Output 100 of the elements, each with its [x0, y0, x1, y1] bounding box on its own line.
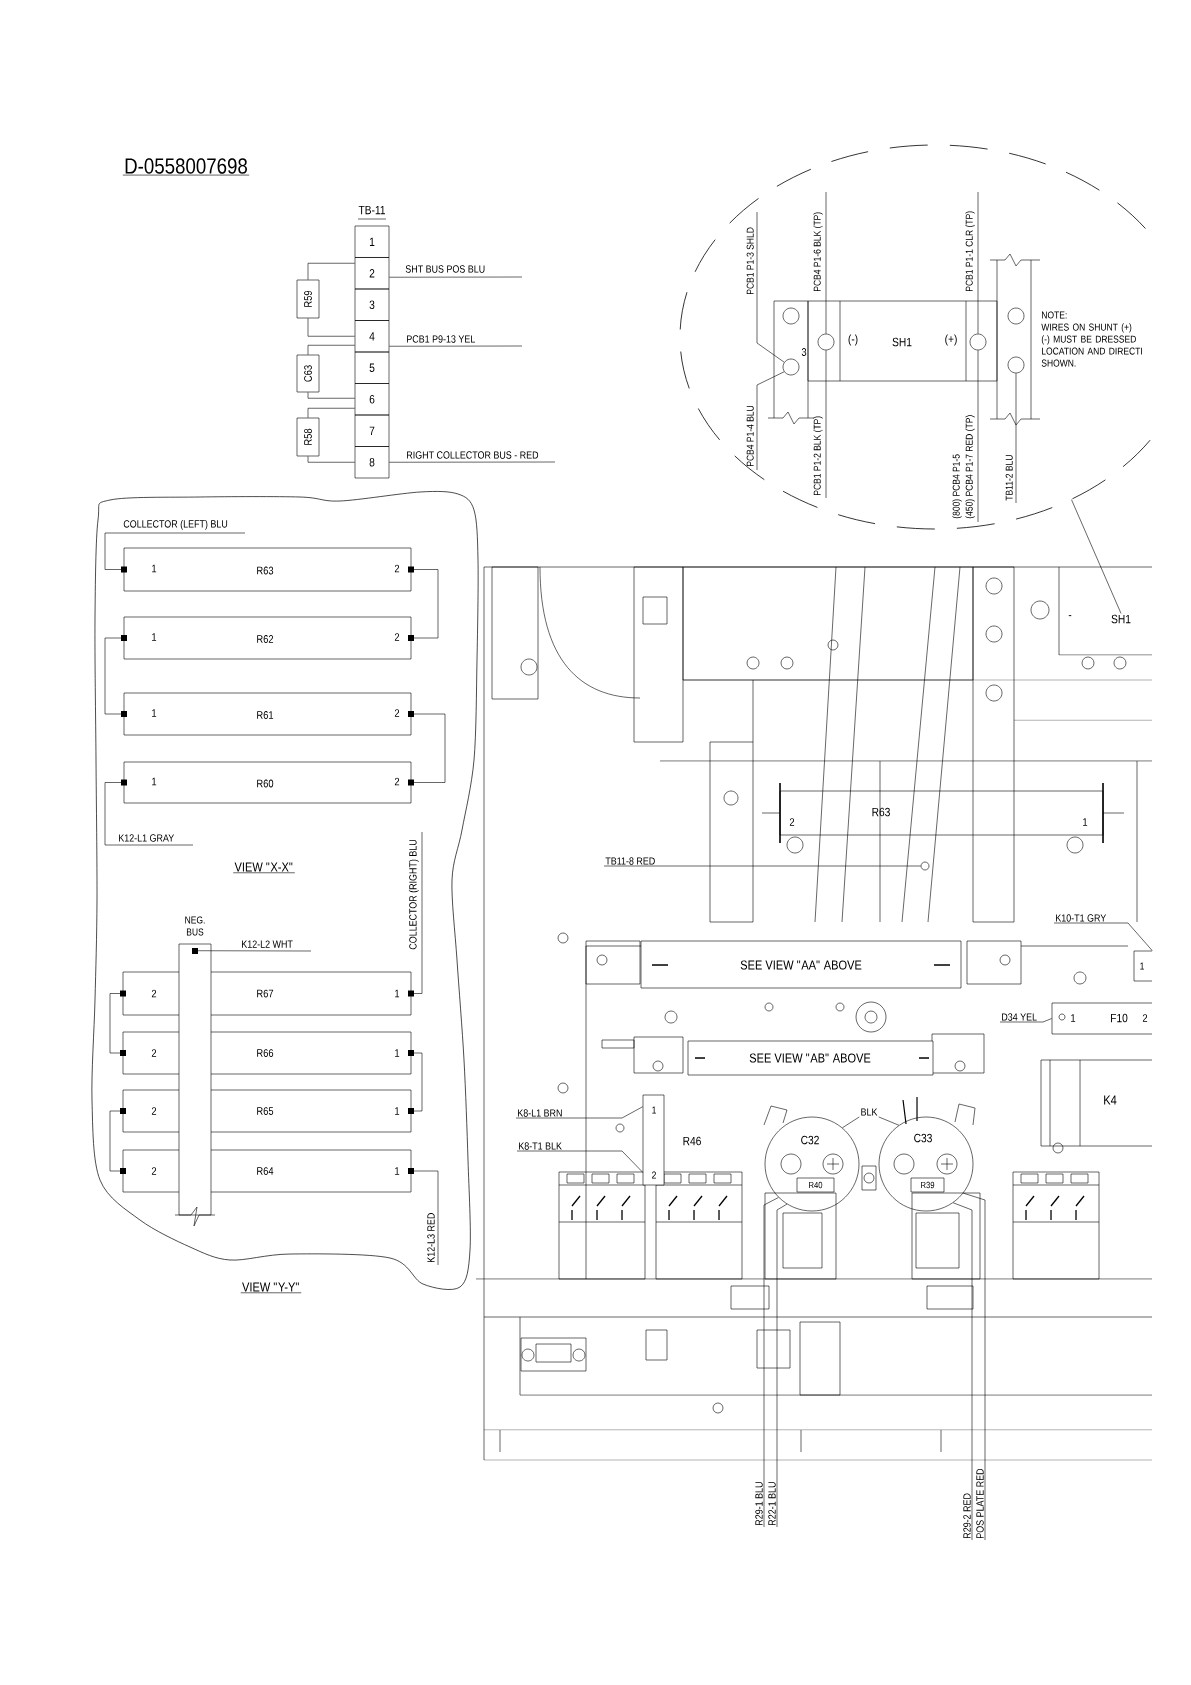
wire-label: PCB4 P1-6 BLK (TP)	[813, 212, 823, 291]
wire	[307, 318, 355, 337]
terminal-hole	[817, 333, 835, 351]
wire-label: PCB1 P1-2 BLK (TP)	[813, 416, 823, 495]
wire	[977, 191, 979, 334]
wire	[389, 345, 523, 347]
wire	[977, 350, 979, 523]
wire	[963, 1192, 986, 1541]
leader-line	[1071, 499, 1122, 614]
wire	[825, 191, 827, 334]
leader-line	[515, 1106, 643, 1119]
terminal-cell: 7	[354, 414, 390, 447]
component-tag: R39	[910, 1177, 945, 1193]
wire	[307, 262, 355, 280]
wire-label: SHT BUS POS BLU	[405, 265, 485, 273]
wire	[756, 371, 785, 471]
wire	[825, 350, 827, 499]
terminal-cell: 5	[354, 351, 390, 384]
wire-label: PCB4 P1-4 BLU	[746, 405, 754, 466]
terminal-cell: 8	[354, 446, 390, 479]
note-text: WIRES ON SHUNT (+) (-) MUST BE DRESSED LOCATION AND DIRECTI SHOWN.	[1041, 323, 1142, 367]
resistor-box: 2 R67 1	[120, 971, 414, 1016]
relay-box: K4	[1040, 1059, 1153, 1147]
wire	[307, 456, 355, 463]
view-title: VIEW "X-X"	[232, 862, 296, 874]
resistor-box: 2 R65 1	[120, 1089, 414, 1133]
resistor-box: 1 R63 2	[121, 547, 414, 592]
terminal-cell: 1	[354, 225, 390, 258]
wire	[389, 276, 523, 278]
terminal-hole: 3	[782, 348, 807, 376]
wire	[756, 211, 785, 363]
wire	[109, 993, 123, 1054]
node-label: NEG. BUS	[185, 916, 205, 936]
leader-line	[842, 1116, 860, 1129]
shunt-body: (-) SH1 (+)	[807, 300, 998, 382]
wire	[307, 344, 355, 355]
callout-label: TB11-8 RED	[605, 857, 655, 865]
callout-label: K8-T1 BLK	[519, 1142, 562, 1150]
terminal-cell: 3	[354, 288, 390, 321]
leader-line	[878, 1116, 900, 1126]
leader-line	[1053, 922, 1153, 951]
node-label: F10	[1111, 1013, 1128, 1023]
fuse-strip: 1 F10 2	[1051, 1002, 1153, 1035]
drawing-number: D-0558007698	[122, 158, 250, 176]
wire	[411, 1170, 439, 1266]
terminal-hole	[969, 333, 987, 351]
node-label: R46	[683, 1136, 701, 1146]
wire-label: K12-L3 RED	[427, 1213, 435, 1262]
wire	[1015, 373, 1017, 504]
wire-label: (450) PCB4 P1-7 RED (TP)	[965, 415, 975, 519]
wire	[307, 407, 355, 418]
node-label: 1	[1071, 1014, 1076, 1022]
node-label: 3	[801, 348, 807, 356]
wire	[389, 461, 556, 463]
resistor-body: 2 R63 1	[761, 782, 1125, 844]
resistor-box: 2 R66 1	[120, 1031, 414, 1075]
terminal-hole	[1007, 356, 1025, 374]
resistor-box: 1 R61 2	[121, 692, 414, 736]
wire-label: TB11-2 BLU	[1005, 455, 1013, 501]
node-label: 2	[1142, 1014, 1148, 1022]
label: (800) PCB4 P1-5	[952, 454, 962, 519]
callout-label: R29-1 BLU	[755, 1482, 763, 1525]
callout-label: R22-1 BLU	[768, 1482, 776, 1525]
callout-label: K10-T1 GRY	[1056, 914, 1107, 922]
wire	[411, 831, 423, 994]
component-tag: R40	[796, 1177, 835, 1193]
terminal-cell: 4	[354, 320, 390, 353]
wire-label: COLLECTOR (RIGHT) BLU	[408, 840, 419, 950]
note-text: NOTE:	[1042, 311, 1067, 319]
wire	[109, 1110, 123, 1172]
leader-line	[603, 865, 921, 867]
wire-label: K12-L1 GRAY	[119, 834, 174, 842]
terminal-cell: 6	[354, 383, 390, 416]
view-title: VIEW "Y-Y"	[240, 1282, 302, 1294]
wire-label: K12-L2 WHT	[242, 940, 293, 948]
callout-label: POS PLATE RED	[976, 1468, 984, 1538]
component-label: SH1	[1111, 614, 1131, 624]
resistor-box: 2 R64 1	[120, 1149, 414, 1193]
mounting-hole	[920, 861, 930, 871]
wire	[763, 1197, 779, 1528]
wire-label: RIGHT COLLECTOR BUS - RED	[407, 451, 539, 459]
terminal-block: TB-11 1 2 3 4 5 6 7 8	[354, 205, 390, 479]
resistor-bar: 1 2 R46	[642, 1094, 701, 1186]
callout-label: BLK	[861, 1108, 878, 1116]
label: -	[1068, 615, 1072, 617]
resistor-box: 1 R60 2	[121, 761, 414, 804]
reference-box: SEE VIEW "AB" ABOVE	[687, 1040, 934, 1076]
wire	[411, 569, 439, 639]
wire	[104, 532, 246, 570]
view-outline	[91, 491, 479, 1290]
wire	[411, 713, 446, 783]
wire	[411, 1052, 423, 1112]
wire-label: PCB1 P1-1 CLR (TP)	[965, 211, 975, 291]
leader-line	[516, 1150, 643, 1173]
wire-label: PCB1 P9-13 YEL	[407, 335, 475, 343]
wire	[952, 1202, 973, 1541]
wire-label: PCB1 P1-3 SHLD	[746, 227, 754, 294]
callout-label: R29-2 RED	[963, 1493, 971, 1538]
wire-label: COLLECTOR (LEFT) BLU	[123, 519, 228, 530]
terminal-box: 1	[1133, 950, 1153, 982]
